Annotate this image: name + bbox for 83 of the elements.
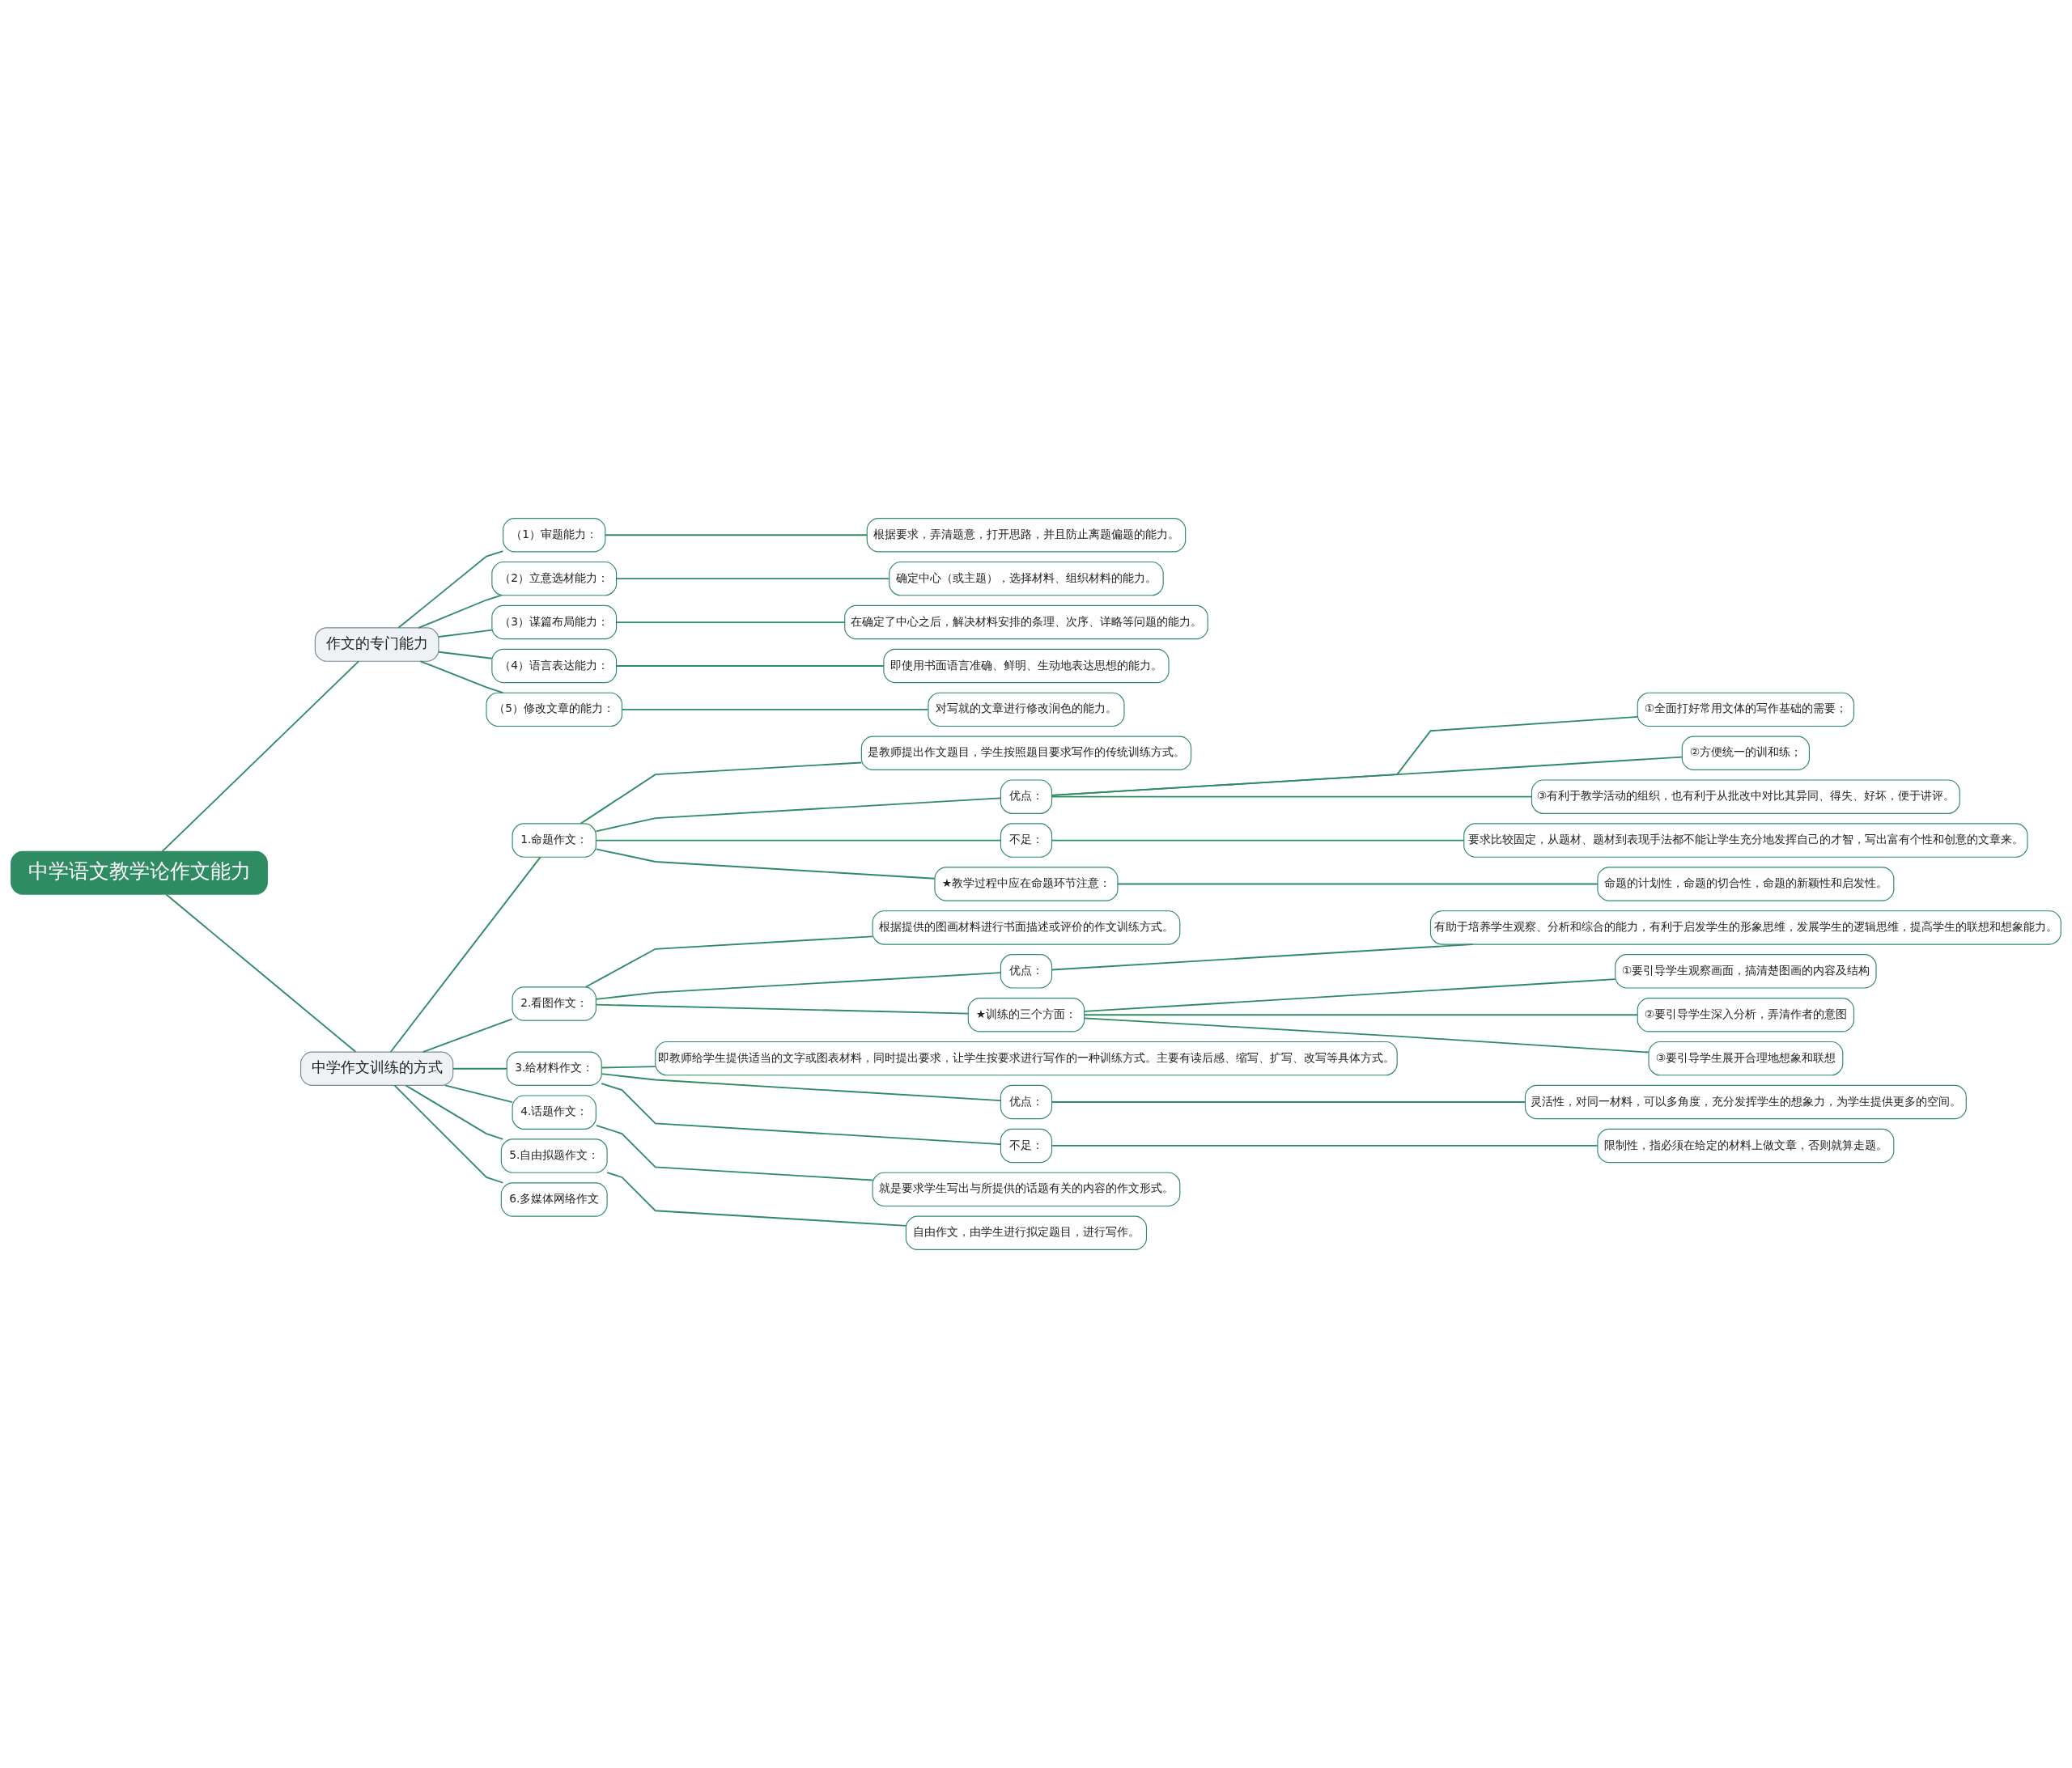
- node-box: 就是要求学生写出与所提供的话题有关的内容的作文形式。: [872, 1172, 1181, 1207]
- node-box: 根据要求，弄清题意，打开思路，并且防止离题偏题的能力。: [866, 518, 1187, 553]
- connector: [595, 797, 1001, 833]
- node-box: 根据提供的图画材料进行书面描述或评价的作文训练方式。: [872, 910, 1181, 945]
- connector: [444, 1084, 513, 1103]
- node-box: 中学语文教学论作文能力: [11, 850, 268, 895]
- node-box: 要求比较固定，从题材、题材到表现手法都不能让学生充分地发挥自己的才智，写出富有个性和创意的文章来。: [1463, 823, 2028, 858]
- connector: [438, 651, 493, 659]
- connector: [389, 856, 541, 1053]
- connector: [1117, 883, 1599, 885]
- node-box: （5）修改文章的能力：: [486, 692, 622, 727]
- node-box: 2.看图作文：: [512, 986, 597, 1021]
- connector: [452, 1067, 508, 1070]
- node-box: 即使用书面语言准确、鲜明、生动地表达思想的能力。: [883, 648, 1170, 684]
- connector: [621, 708, 929, 710]
- connector: [418, 594, 502, 629]
- connector: [1051, 756, 1683, 796]
- connector: [605, 534, 868, 536]
- connector: [165, 893, 357, 1053]
- connector: [422, 1018, 513, 1053]
- connector: [1084, 978, 1616, 1012]
- node-box: 不足：: [1000, 1128, 1053, 1164]
- node-box: 中学作文训练的方式: [300, 1051, 454, 1086]
- connector: [1051, 795, 1533, 798]
- connector: [393, 1084, 504, 1184]
- connector: [601, 1083, 1001, 1145]
- connector: [580, 761, 863, 825]
- node-box: 4.话题作文：: [512, 1095, 597, 1130]
- connector: [1051, 715, 1639, 796]
- connector: [1051, 943, 1474, 971]
- connector: [1051, 839, 1465, 842]
- node-box: 优点：: [1000, 779, 1053, 814]
- node-box: ①全面打好常用文体的写作基础的需要；: [1637, 692, 1855, 727]
- node-box: 限制性，指必须在给定的材料上做文章，否则就算走题。: [1597, 1128, 1895, 1164]
- node-box: ★训练的三个方面：: [967, 998, 1085, 1032]
- connector: [438, 629, 493, 638]
- node-box: 灵活性，对同一材料，可以多角度，充分发挥学生的想象力，为学生提供更多的空间。: [1524, 1084, 1967, 1120]
- connector: [615, 621, 846, 623]
- node-box: ★教学过程中应在命题环节注意：: [934, 867, 1119, 901]
- connector: [595, 839, 1002, 842]
- connector: [405, 1084, 504, 1140]
- connector: [1083, 1014, 1638, 1016]
- node-box: （3）谋篇布局能力：: [491, 604, 618, 640]
- node-box: 是教师提出作文题目，学生按照题目要求写作的传统训练方式。: [860, 736, 1192, 770]
- node-box: ②要引导学生深入分析，弄清作者的意图: [1637, 998, 1855, 1032]
- node-box: 3.给材料作文：: [506, 1051, 602, 1086]
- connector: [1051, 1101, 1526, 1103]
- connector: [584, 935, 873, 988]
- node-box: ②方便统一的训和练；: [1681, 736, 1810, 770]
- node-box: 优点：: [1000, 1084, 1053, 1120]
- connector: [161, 660, 359, 853]
- node-box: 不足：: [1000, 823, 1053, 858]
- node-box: 6.多媒体网络作文: [500, 1182, 608, 1217]
- node-box: ①要引导学生观察画面，搞清楚图画的内容及结构: [1615, 954, 1877, 989]
- node-box: 命题的计划性，命题的切合性，命题的新颖性和启发性。: [1597, 867, 1895, 901]
- node-box: （2）立意选材能力：: [491, 561, 618, 596]
- connector: [419, 660, 504, 694]
- node-box: 自由作文，由学生进行拟定题目，进行写作。: [905, 1215, 1148, 1250]
- connector: [601, 1073, 1001, 1102]
- connector: [595, 1125, 873, 1181]
- connector: [1051, 1145, 1599, 1147]
- node-box: 有助于培养学生观察、分析和综合的能力，有利于启发学生的形象思维，发展学生的逻辑思维，提高学生的联想和想象能力。: [1429, 910, 2061, 945]
- node-box: 对写就的文章进行修改润色的能力。: [928, 692, 1125, 727]
- node-box: 即教师给学生提供适当的文字或图表材料，同时提出要求，让学生按要求进行写作的一种训练方式。主要有读后感、缩写、扩写、改写等具体方式。: [655, 1041, 1398, 1076]
- connector: [595, 1003, 969, 1015]
- node-box: 优点：: [1000, 954, 1053, 989]
- node-box: ③要引导学生展开合理地想象和联想: [1648, 1041, 1844, 1076]
- node-box: ③有利于教学活动的组织，也有利于从批改中对比其异同、得失、好坏，便于讲评。: [1531, 779, 1960, 814]
- connector: [595, 848, 936, 880]
- node-box: 5.自由拟题作文：: [500, 1138, 608, 1173]
- connector: [615, 665, 885, 667]
- connector: [606, 1172, 907, 1227]
- node-box: （4）语言表达能力：: [491, 648, 618, 684]
- node-box: 在确定了中心之后，解决材料安排的条理、次序、详略等问题的能力。: [844, 604, 1208, 640]
- node-box: （1）审题能力：: [503, 518, 606, 553]
- node-box: 确定中心（或主题），选择材料、组织材料的能力。: [889, 561, 1164, 596]
- connector: [397, 550, 504, 629]
- node-box: 1.命题作文：: [512, 823, 597, 858]
- connector: [595, 972, 1001, 1000]
- connector: [1084, 1017, 1650, 1054]
- connector: [615, 578, 890, 580]
- connector: [601, 1066, 656, 1069]
- node-box: 作文的专门能力: [314, 627, 439, 662]
